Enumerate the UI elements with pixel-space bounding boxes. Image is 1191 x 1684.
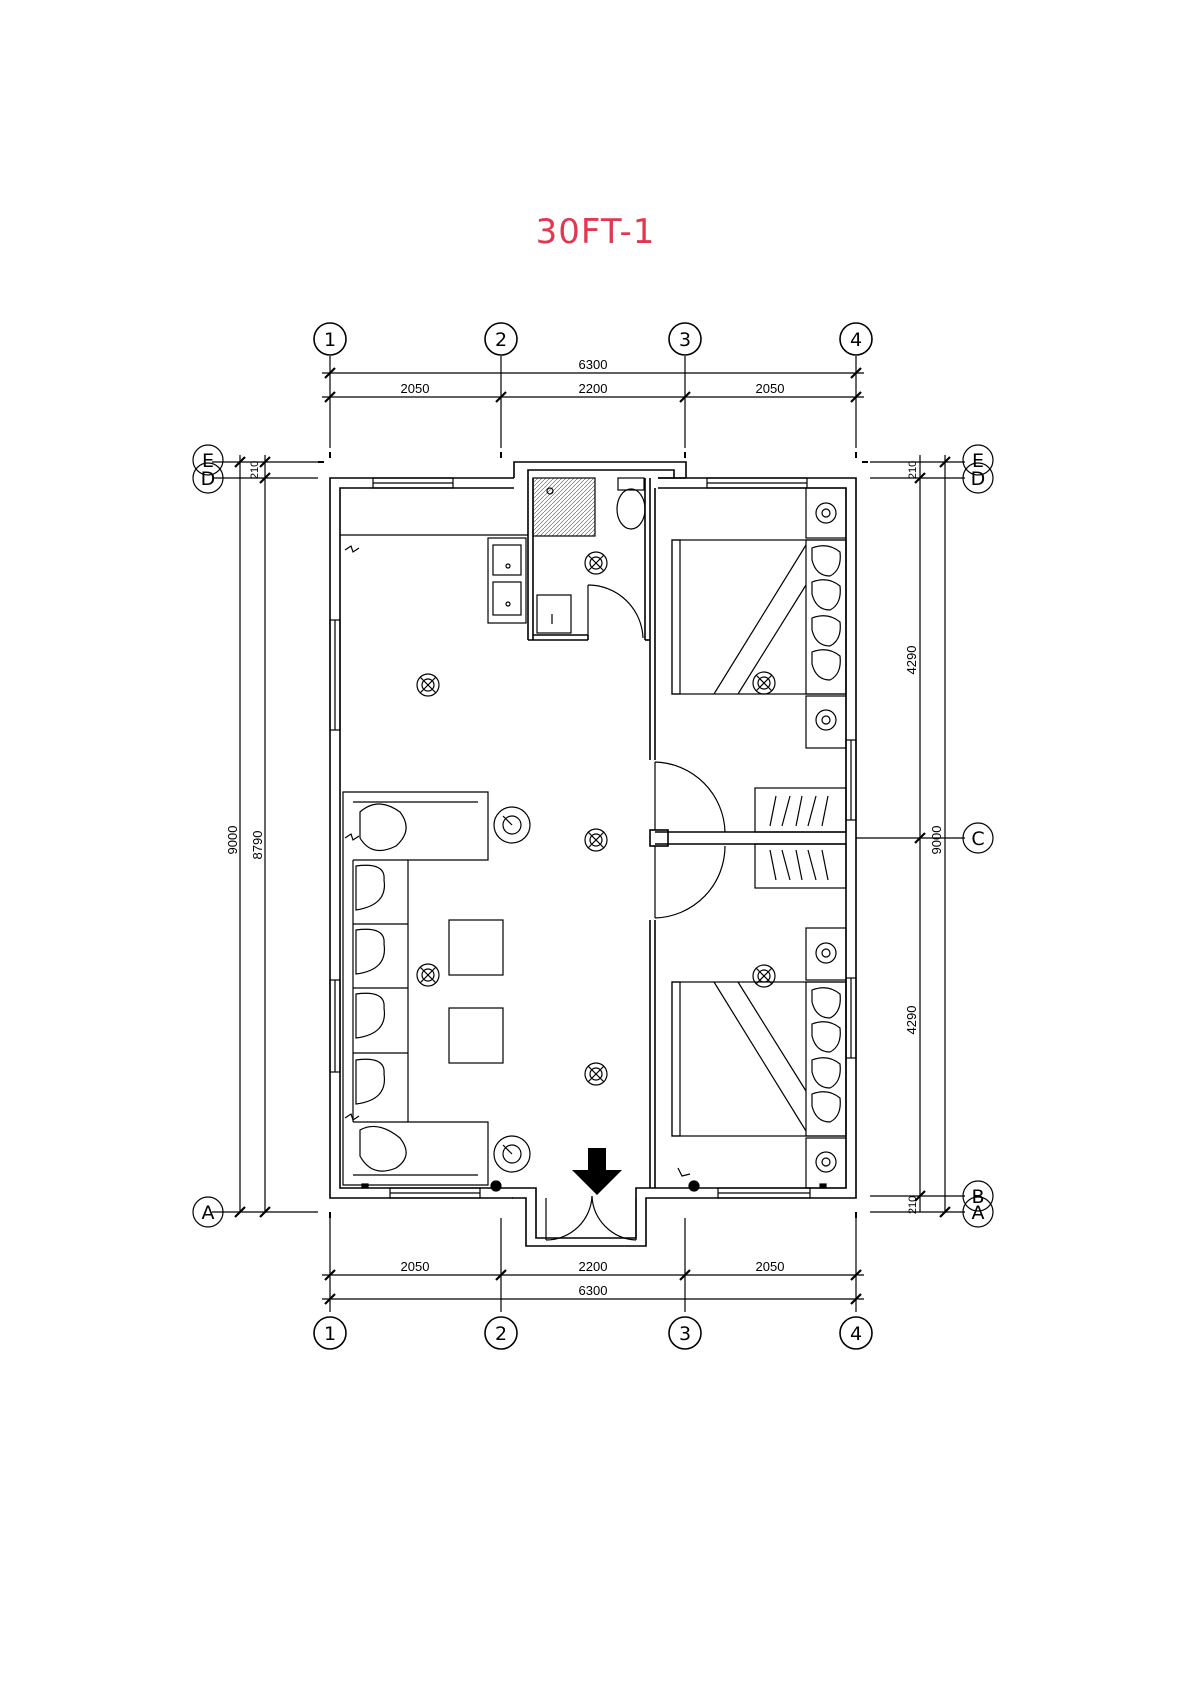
grid-label-A-left: A xyxy=(202,1202,215,1224)
dimensions-top xyxy=(322,356,864,448)
sofa xyxy=(342,791,489,1186)
grid-label-D-left: D xyxy=(201,468,216,490)
dim-left-inner: 8790 xyxy=(250,831,265,860)
interior-walls xyxy=(527,478,846,1188)
dim-left-outer: 9000 xyxy=(225,826,240,855)
grid-label-1-bottom: 1 xyxy=(324,1323,336,1345)
grid-label-E-left: E xyxy=(202,450,214,472)
dimensions-right xyxy=(856,444,994,1228)
dimensions-left xyxy=(192,444,318,1228)
dim-right-top-small: 210 xyxy=(907,461,919,479)
dim-right-outer: 9000 xyxy=(929,826,944,855)
entrance-arrow-icon xyxy=(572,1148,622,1195)
grid-label-3-top: 3 xyxy=(679,329,691,351)
grid-bubbles-top: 1 2 3 4 xyxy=(313,322,873,356)
grid-label-D-right: D xyxy=(971,468,986,490)
grid-label-4-bottom: 4 xyxy=(850,1323,862,1345)
dim-top-total: 6300 xyxy=(579,357,608,372)
ceiling-light-icon xyxy=(416,551,776,1086)
coffee-tables xyxy=(448,919,504,1064)
bathroom-door xyxy=(587,584,644,639)
grid-label-C-right: C xyxy=(971,828,984,850)
grid-label-1-top: 1 xyxy=(324,329,336,351)
grid-label-4-top: 4 xyxy=(850,329,862,351)
shower xyxy=(532,477,596,537)
dim-top-seg-3: 2050 xyxy=(756,381,785,396)
dim-top-seg-1: 2050 xyxy=(401,381,430,396)
dim-top-seg-2: 2200 xyxy=(579,381,608,396)
dim-right-bottom-small: 210 xyxy=(907,1196,919,1214)
wardrobes xyxy=(754,787,847,889)
dim-bottom-seg-1: 2050 xyxy=(401,1259,430,1274)
bed-lower xyxy=(671,927,847,1189)
floor-lamp-icon xyxy=(493,806,531,1173)
grid-label-E-right: E xyxy=(972,450,984,472)
grid-bubbles-bottom: 1 2 3 4 xyxy=(313,1316,873,1350)
grid-label-2-bottom: 2 xyxy=(495,1323,507,1345)
dim-right-lower: 4290 xyxy=(904,1006,919,1035)
switch-icon xyxy=(344,545,827,1192)
dim-right-upper: 4290 xyxy=(904,646,919,675)
bathroom-sink xyxy=(536,594,572,634)
grid-ticks xyxy=(318,452,868,1218)
grid-label-2-top: 2 xyxy=(495,329,507,351)
toilet xyxy=(616,477,646,530)
grid-label-B-right: B xyxy=(971,1186,984,1208)
grid-label-A-right: A xyxy=(972,1202,985,1224)
windows xyxy=(329,477,857,1199)
dim-left-small: 210 xyxy=(249,461,261,479)
grid-label-3-bottom: 3 xyxy=(679,1323,691,1345)
dim-bottom-seg-3: 2050 xyxy=(756,1259,785,1274)
dim-bottom-seg-2: 2200 xyxy=(579,1259,608,1274)
bed-upper xyxy=(671,487,847,749)
dimensions-bottom xyxy=(322,1218,864,1312)
front-door xyxy=(545,1195,637,1241)
dim-bottom-total: 6300 xyxy=(579,1283,608,1298)
drawing-title: 30FT-1 xyxy=(535,212,656,252)
exterior-walls xyxy=(329,461,857,1247)
bedroom-doors xyxy=(654,761,726,919)
kitchen-counter xyxy=(340,534,528,624)
